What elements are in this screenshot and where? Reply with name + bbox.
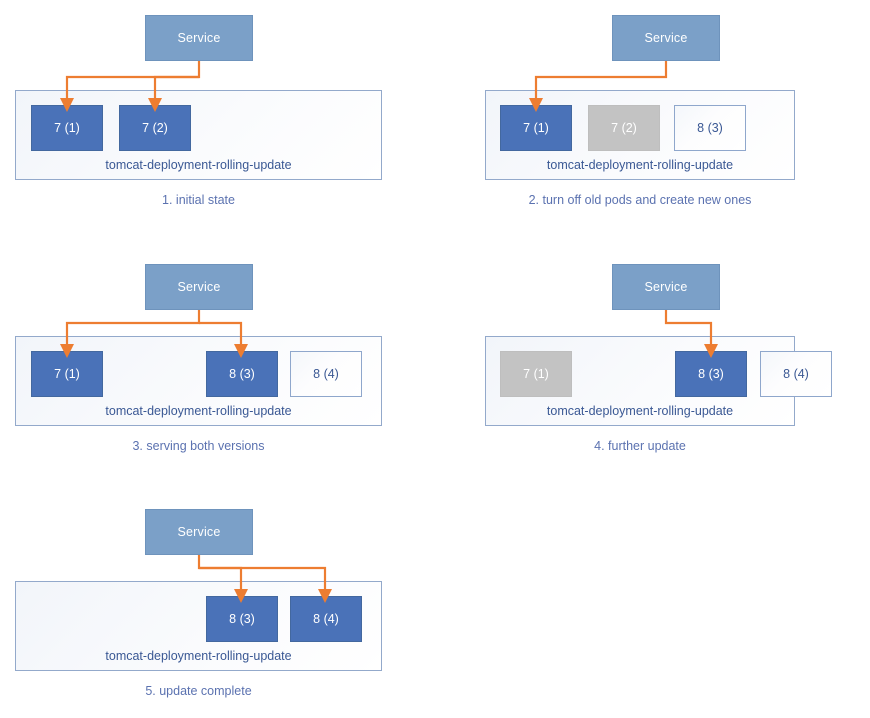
pod-label: 8 (4) (313, 612, 339, 626)
pod-7-1[interactable]: 7 (1) (31, 105, 103, 151)
pod-8-3[interactable]: 8 (3) (206, 351, 278, 397)
pod-7-2[interactable]: 7 (2) (588, 105, 660, 151)
service-box[interactable]: Service (612, 15, 720, 61)
pod-label: 7 (1) (523, 121, 549, 135)
service-label: Service (177, 525, 221, 539)
deployment-name-label: tomcat-deployment-rolling-update (546, 404, 734, 418)
service-box[interactable]: Service (612, 264, 720, 310)
pod-label: 8 (3) (698, 367, 724, 381)
deployment-name-label: tomcat-deployment-rolling-update (105, 649, 292, 663)
pod-8-3[interactable]: 8 (3) (674, 105, 746, 151)
deployment-name-label: tomcat-deployment-rolling-update (105, 404, 292, 418)
service-label: Service (644, 280, 688, 294)
panel-caption: 1. initial state (162, 193, 235, 207)
service-label: Service (644, 31, 688, 45)
pod-7-2[interactable]: 7 (2) (119, 105, 191, 151)
pod-label: 7 (2) (142, 121, 168, 135)
service-box[interactable]: Service (145, 264, 253, 310)
deployment-name-label: tomcat-deployment-rolling-update (546, 158, 734, 172)
panel-caption: 3. serving both versions (132, 439, 265, 453)
pod-label: 8 (3) (229, 367, 255, 381)
pod-label: 7 (1) (523, 367, 549, 381)
pod-8-3[interactable]: 8 (3) (675, 351, 747, 397)
pod-label: 8 (4) (783, 367, 809, 381)
pod-8-4[interactable]: 8 (4) (290, 596, 362, 642)
pod-8-4[interactable]: 8 (4) (760, 351, 832, 397)
pod-label: 7 (2) (611, 121, 637, 135)
panel-caption: 5. update complete (145, 684, 252, 698)
service-label: Service (177, 280, 221, 294)
pod-7-1[interactable]: 7 (1) (31, 351, 103, 397)
service-box[interactable]: Service (145, 15, 253, 61)
pod-label: 7 (1) (54, 121, 80, 135)
pod-8-4[interactable]: 8 (4) (290, 351, 362, 397)
pod-7-1[interactable]: 7 (1) (500, 351, 572, 397)
service-label: Service (177, 31, 221, 45)
service-box[interactable]: Service (145, 509, 253, 555)
pod-label: 8 (3) (229, 612, 255, 626)
panel-caption: 2. turn off old pods and create new ones (528, 193, 752, 207)
panel-caption: 4. further update (594, 439, 686, 453)
deployment-name-label: tomcat-deployment-rolling-update (105, 158, 292, 172)
pod-label: 8 (4) (313, 367, 339, 381)
pod-7-1[interactable]: 7 (1) (500, 105, 572, 151)
pod-8-3[interactable]: 8 (3) (206, 596, 278, 642)
pod-label: 7 (1) (54, 367, 80, 381)
pod-label: 8 (3) (697, 121, 723, 135)
